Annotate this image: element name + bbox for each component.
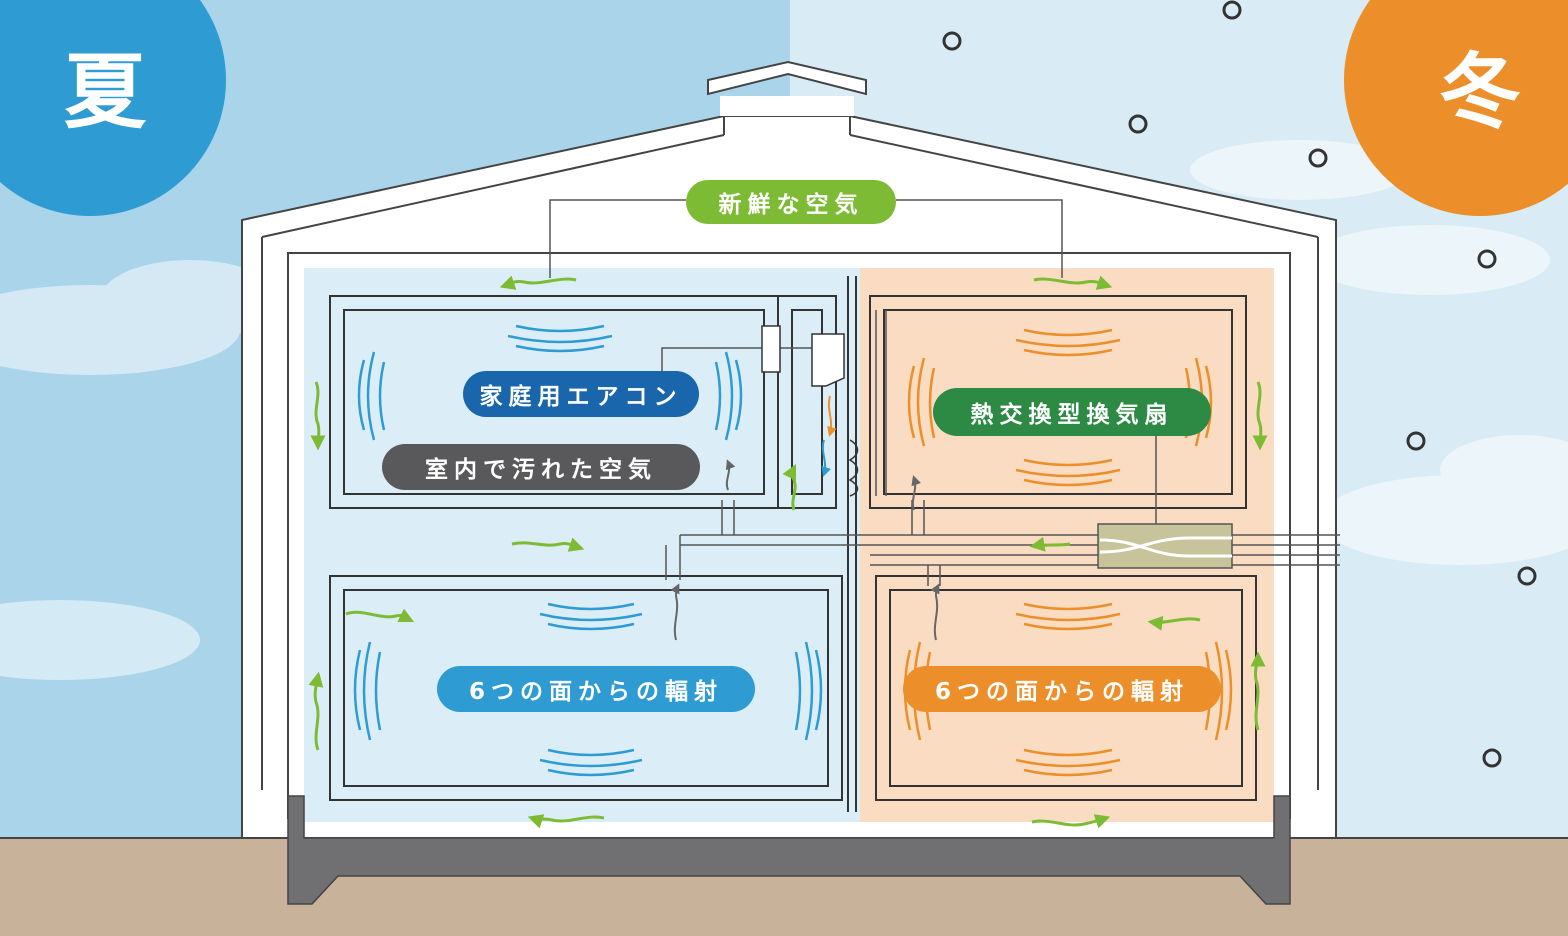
air-conditioner-label: 家庭用エアコン: [463, 371, 699, 417]
exhaust-flow: [670, 459, 940, 641]
warm-air-flow: [827, 395, 837, 437]
airflow-arrows: [308, 275, 1268, 829]
air-conditioner-unit: [761, 325, 859, 497]
radiation-right-label: 6つの面からの輻射: [903, 666, 1221, 712]
cool-air-flow: [821, 439, 831, 477]
dirty-air-label: 室内で汚れた空気: [382, 444, 700, 490]
radiation-cool: [353, 324, 823, 777]
foundation: [287, 795, 1291, 905]
radiation-left-label: 6つの面からの輻射: [437, 666, 755, 712]
summer-badge: [0, 0, 226, 216]
winter-badge: [1344, 0, 1568, 216]
heat-exchanger-box: [1097, 523, 1233, 569]
snowflakes: [942, 0, 1537, 768]
clouds: [0, 140, 1568, 680]
heat-exchanger-label: 熱交換型換気扇: [933, 388, 1211, 436]
winter-label: 冬: [1438, 45, 1521, 140]
room-walls: [329, 276, 1257, 812]
leader-lines: [549, 199, 1157, 528]
summer-label: 夏: [63, 45, 146, 140]
fresh-air-label: 新鮮な空気: [686, 180, 896, 224]
